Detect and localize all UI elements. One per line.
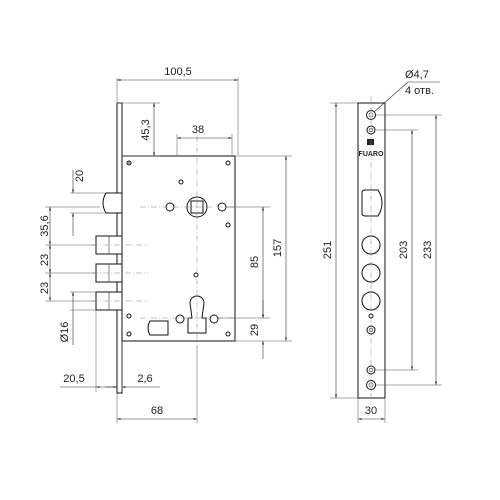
latch-bolt bbox=[102, 192, 123, 214]
faceplate-dimensions: Ø4,7 4 отв. 251 203 233 30 bbox=[322, 69, 442, 423]
lock-case bbox=[121, 155, 236, 342]
lever-tab bbox=[147, 320, 169, 336]
dim-bolt-pitch-2: 23 bbox=[39, 282, 51, 294]
dim-faceplate-thickness: 2,6 bbox=[137, 373, 152, 385]
dim-bolt-diameter: Ø16 bbox=[59, 322, 71, 343]
dim-faceplate-height: 251 bbox=[322, 241, 334, 259]
dim-faceplate-to-bolt: 20,5 bbox=[63, 373, 84, 385]
body-dimensions: 100,5 45,3 38 20 35,6 23 23 Ø1 bbox=[39, 66, 292, 423]
dim-hole-count: 4 отв. bbox=[405, 85, 434, 97]
dim-total-width: 100,5 bbox=[164, 66, 192, 78]
dim-bolt-pitch-1: 23 bbox=[39, 254, 51, 266]
faceplate-view: FUARO bbox=[357, 96, 386, 405]
latch-opening bbox=[361, 189, 383, 217]
dim-spindle-cylinder: 85 bbox=[249, 256, 261, 268]
dim-fixing-inner: 203 bbox=[398, 241, 410, 259]
dim-latch-to-spindle: 35,6 bbox=[39, 215, 51, 236]
dim-spindle-top: 38 bbox=[192, 124, 204, 136]
brand-logo-icon bbox=[367, 139, 374, 145]
dim-top-offset: 45,3 bbox=[140, 119, 152, 140]
lock-body-view bbox=[92, 102, 240, 394]
dim-case-height: 157 bbox=[272, 239, 284, 257]
brand-label: FUARO bbox=[359, 151, 384, 158]
dim-cylinder-bottom: 29 bbox=[249, 324, 261, 336]
dim-backset: 68 bbox=[151, 405, 163, 417]
dim-hole-diameter: Ø4,7 bbox=[405, 69, 429, 81]
dim-fixing-outer: 233 bbox=[422, 241, 434, 259]
dim-faceplate-width: 30 bbox=[365, 405, 377, 417]
dim-latch-height: 20 bbox=[74, 170, 86, 182]
